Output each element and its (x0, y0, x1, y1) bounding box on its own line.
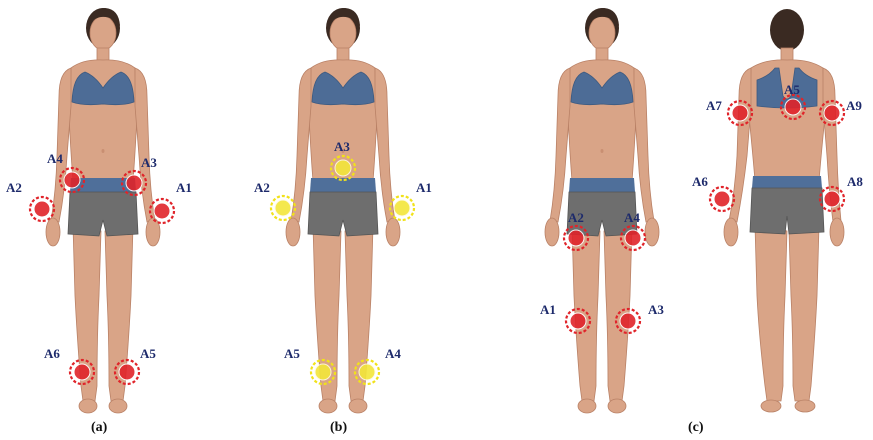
label-b-a5: A5 (284, 346, 300, 361)
label-c-a9: A9 (846, 98, 862, 113)
label-b-a2: A2 (254, 180, 270, 195)
label-a-a6: A6 (44, 346, 60, 361)
sensor-c-a8 (820, 187, 844, 211)
caption-a: (a) (91, 420, 108, 435)
label-c-a3: A3 (648, 302, 664, 317)
label-c-a5: A5 (784, 82, 800, 97)
label-c-a8: A8 (847, 174, 863, 189)
caption-c: (c) (688, 420, 704, 435)
label-a-a1: A1 (176, 180, 192, 195)
label-c-a1: A1 (540, 302, 556, 317)
front-figure-c (545, 8, 659, 413)
label-b-a1: A1 (416, 180, 432, 195)
panel-a: A4 A3 A2 A1 A6 A5 (a) (6, 8, 192, 435)
panel-b: A3 A2 A1 A5 A4 (b) (254, 8, 432, 435)
label-a-a2: A2 (6, 180, 22, 195)
label-a-a3: A3 (141, 155, 157, 170)
back-figure-c (724, 9, 844, 412)
front-figure-b (286, 8, 400, 413)
label-b-a4: A4 (385, 346, 401, 361)
label-c-a4: A4 (624, 210, 640, 225)
sensor-c-a6 (710, 187, 734, 211)
label-b-a3: A3 (334, 139, 350, 154)
label-c-a2: A2 (568, 210, 584, 225)
sensor-a-a2 (30, 197, 54, 221)
caption-b: (b) (330, 420, 347, 435)
label-a-a4: A4 (47, 151, 63, 166)
label-a-a5: A5 (140, 346, 156, 361)
label-c-a7: A7 (706, 98, 722, 113)
label-c-a6: A6 (692, 174, 708, 189)
panel-c: A2 A4 A1 A3 A5 A7 A9 A6 A8 (c) (540, 8, 863, 435)
